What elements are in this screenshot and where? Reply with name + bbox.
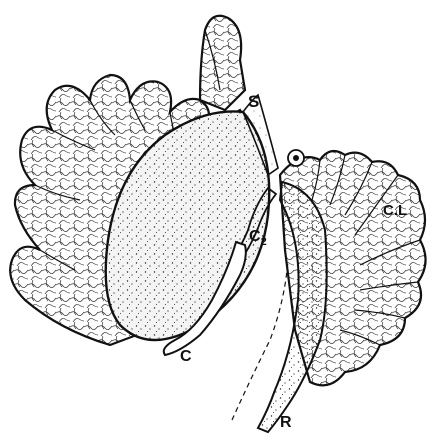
label-r: R [280,414,292,432]
label-cl: C.L [383,202,407,219]
label-c2-subscript: 2 [261,236,267,248]
small-bulb-core [293,155,299,161]
label-c2-letter: C [249,228,261,245]
label-c2: C2 [249,228,267,248]
label-s: S [248,92,259,112]
label-c: C [180,348,192,366]
